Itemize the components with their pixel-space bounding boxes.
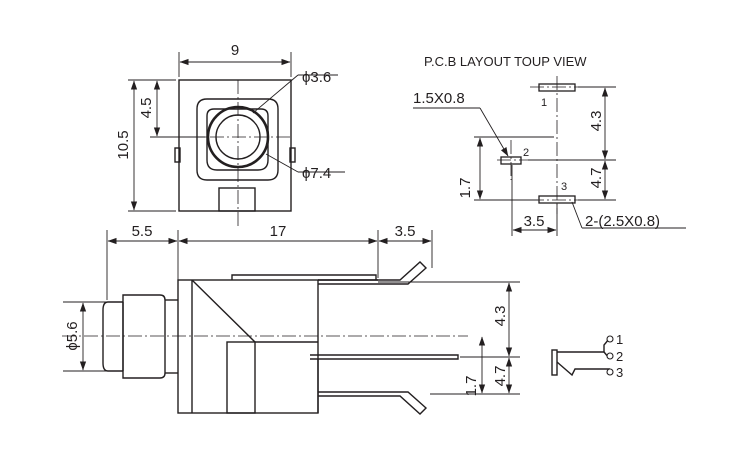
pcb-pin-2: 2: [523, 147, 529, 159]
pcb-pin-1: 1: [541, 97, 547, 109]
side-pin-bottom: [318, 391, 428, 415]
outer-diameter-label: ϕ7.4: [302, 165, 331, 182]
pcb-layout-title: P.C.B LAYOUT TOUP VIEW: [424, 54, 587, 69]
schematic-sleeve: [551, 349, 558, 376]
barrel: [102, 301, 123, 372]
jack-boss: [196, 98, 279, 181]
top-height-label: 10.5: [115, 130, 132, 159]
pcb-dim-horizontal-label: 3.5: [524, 213, 545, 230]
pcb-dim-2-3-label: 4.7: [588, 168, 605, 189]
pcb-layout: P.C.B LAYOUT TOUP VIEW 1 2 3 4.3 4.7 1.7…: [413, 54, 686, 236]
pin-spacing-1-label: 4.3: [492, 306, 509, 327]
pads-1-3-size-label: 2-(2.5X0.8): [585, 213, 660, 230]
top-center-label: 4.5: [138, 98, 155, 119]
front-length-label: 5.5: [132, 223, 153, 240]
pcb-dim-offset-label: 1.7: [457, 178, 474, 199]
schematic-symbol: 1 2 3: [551, 332, 623, 380]
side-pin-top: [318, 261, 428, 285]
top-width-label: 9: [231, 42, 239, 59]
side-pin-middle: [310, 354, 459, 360]
pad-2-size-label: 1.5X0.8: [413, 90, 465, 107]
top-cover: [231, 274, 377, 280]
schematic-pin-2: 2: [616, 349, 623, 364]
schematic-pin-3: 3: [616, 365, 623, 380]
pin-length-label: 3.5: [395, 223, 416, 240]
pin-spacing-2-label: 4.7: [492, 366, 509, 387]
schematic-pin-1: 1: [616, 332, 623, 347]
hole-diameter-label: ϕ3.6: [302, 69, 331, 86]
pin-offset-label: 1.7: [463, 376, 480, 397]
body-length-label: 17: [270, 223, 287, 240]
pcb-dim-1-2-label: 4.3: [588, 111, 605, 132]
top-view: 9 10.5 4.5 ϕ3.6 ϕ7.4: [115, 42, 345, 228]
side-body-outline: [177, 279, 319, 414]
side-view: 5.5 17 3.5 ϕ5.6: [62, 223, 520, 415]
pcb-pin-3: 3: [561, 181, 567, 193]
